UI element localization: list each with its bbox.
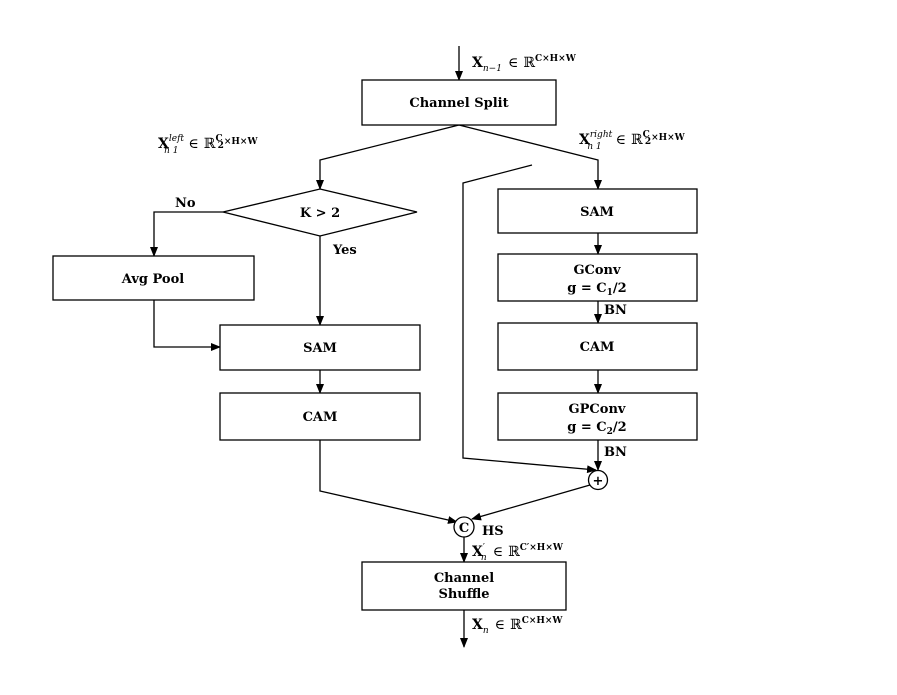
decision-label: K > 2 bbox=[300, 206, 340, 221]
node-decision: K > 2 bbox=[222, 188, 418, 237]
edge-add-concat bbox=[471, 484, 591, 521]
edge-label-no: No bbox=[175, 196, 196, 211]
channel-shuffle-label-line2: Shuffle bbox=[438, 587, 489, 602]
edges bbox=[150, 46, 602, 648]
node-sam-left: SAM bbox=[219, 324, 421, 371]
math-mid: X′n∈ℝC′×H×W bbox=[472, 543, 564, 563]
node-avg-pool: Avg Pool bbox=[52, 255, 255, 301]
channel-split-label: Channel Split bbox=[409, 96, 508, 111]
node-gconv: GConv g = C1/2 bbox=[497, 253, 698, 302]
node-channel-shuffle: Channel Shuffle bbox=[361, 561, 567, 611]
edge-split-right bbox=[458, 124, 602, 190]
math-output: Xn∈ℝC×H×W bbox=[472, 616, 563, 636]
edge-avgpool-sam bbox=[153, 300, 221, 351]
channel-shuffle-label-line1: Channel bbox=[434, 571, 494, 586]
gpconv-label-line1: GPConv bbox=[569, 402, 626, 417]
node-cam-left: CAM bbox=[219, 392, 421, 441]
add-symbol: + bbox=[593, 474, 604, 489]
gconv-label-line2: g = C1/2 bbox=[567, 281, 626, 298]
concat-node: C bbox=[453, 516, 475, 538]
edge-label-bn-2: BN bbox=[604, 445, 627, 460]
math-input: Xn−1∈ℝC×H×W bbox=[472, 54, 577, 74]
node-channel-split: Channel Split bbox=[361, 79, 557, 126]
edge-decision-no bbox=[150, 211, 223, 257]
gpconv-label-line2: g = C2/2 bbox=[567, 420, 626, 437]
sam-left-label: SAM bbox=[303, 341, 337, 356]
edge-split-skip bbox=[462, 164, 597, 474]
edge-split-left bbox=[316, 124, 460, 190]
edge-label-bn-1: BN bbox=[604, 303, 627, 318]
avg-pool-label: Avg Pool bbox=[121, 272, 184, 287]
edge-cam-concat bbox=[319, 440, 458, 524]
gconv-label-line1: GConv bbox=[573, 263, 621, 278]
edge-label-hs: HS bbox=[482, 524, 504, 539]
node-gpconv: GPConv g = C2/2 bbox=[497, 392, 698, 441]
sam-right-label: SAM bbox=[580, 205, 614, 220]
node-sam-right: SAM bbox=[497, 188, 698, 234]
cam-left-label: CAM bbox=[303, 410, 338, 425]
add-node: + bbox=[587, 469, 609, 491]
concat-symbol: C bbox=[459, 521, 469, 536]
edge-label-yes: Yes bbox=[332, 243, 357, 258]
node-cam-right: CAM bbox=[497, 322, 698, 371]
cam-right-label: CAM bbox=[580, 340, 615, 355]
